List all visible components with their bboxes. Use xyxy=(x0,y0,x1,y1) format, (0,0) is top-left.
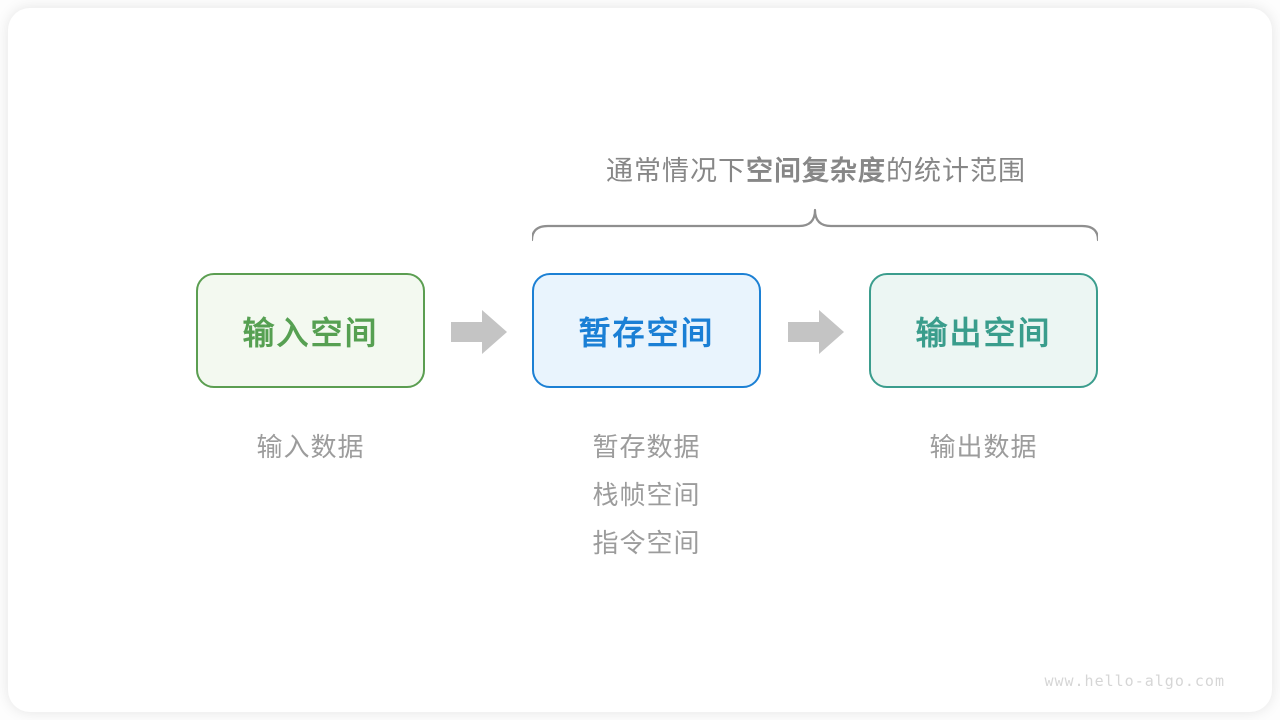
note-instruction-space: 指令空间 xyxy=(592,528,701,558)
arrow-right-icon xyxy=(451,310,507,354)
output-space-box: 输出空间 xyxy=(869,273,1098,388)
input-space-box: 输入空间 xyxy=(196,273,425,388)
output-space-label: 输出空间 xyxy=(915,314,1052,351)
input-space-notes: 输入数据 xyxy=(196,432,425,480)
arrow-right-icon xyxy=(788,310,844,354)
title-suffix: 的统计范围 xyxy=(886,156,1026,186)
diagram-title: 通常情况下空间复杂度的统计范围 xyxy=(528,149,1104,188)
temp-space-box: 暂存空间 xyxy=(532,273,761,388)
output-space-notes: 输出数据 xyxy=(869,432,1098,480)
watermark: www.hello-algo.com xyxy=(1044,672,1225,690)
temp-space-notes: 暂存数据 栈帧空间 指令空间 xyxy=(532,432,761,576)
title-emphasis: 空间复杂度 xyxy=(746,156,886,186)
note-stack-frame-space: 栈帧空间 xyxy=(592,480,701,510)
title-prefix: 通常情况下 xyxy=(606,156,746,186)
temp-space-label: 暂存空间 xyxy=(578,314,715,351)
note-input-data: 输入数据 xyxy=(256,432,365,462)
diagram-card: 通常情况下空间复杂度的统计范围 输入空间 暂存空间 输出空间 输入数据 暂存数据… xyxy=(8,8,1272,712)
note-temp-data: 暂存数据 xyxy=(592,432,701,462)
note-output-data: 输出数据 xyxy=(929,432,1038,462)
brace-icon xyxy=(532,208,1098,242)
input-space-label: 输入空间 xyxy=(242,314,379,351)
